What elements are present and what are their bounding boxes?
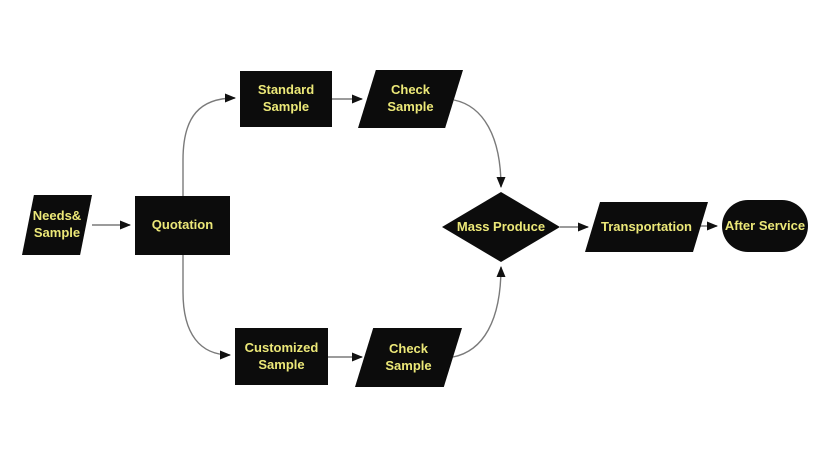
node-check-sample-bottom-label: Check Sample <box>385 340 432 373</box>
node-standard-sample: Standard Sample <box>240 71 332 127</box>
node-standard-sample-label: Standard Sample <box>257 82 315 114</box>
node-quotation: Quotation <box>135 196 230 255</box>
node-transportation-label: Transportation <box>600 218 692 234</box>
node-quotation-label: Quotation <box>151 217 214 233</box>
node-check-sample-top: Check Sample <box>358 70 463 128</box>
edge-quotation-to-standard <box>182 93 236 196</box>
node-check-sample-top-label: Check Sample <box>387 82 434 114</box>
edge-check-top-to-mass-produce <box>453 99 506 188</box>
edge-check-bottom-to-mass-produce <box>452 266 506 358</box>
node-check-sample-bottom: Check Sample <box>355 328 462 387</box>
node-mass-produce-label: Mass Produce <box>456 218 546 234</box>
node-needs-sample-label: Needs& Sample <box>32 208 82 240</box>
node-transportation: Transportation <box>585 202 708 252</box>
node-customized-sample-label: Customized Sample <box>244 339 319 372</box>
node-after-service-label: After Service <box>724 217 806 233</box>
edge-quotation-to-customized <box>182 255 231 360</box>
node-after-service: After Service <box>722 200 808 252</box>
node-customized-sample: Customized Sample <box>235 328 328 385</box>
node-needs-sample: Needs& Sample <box>22 195 92 255</box>
